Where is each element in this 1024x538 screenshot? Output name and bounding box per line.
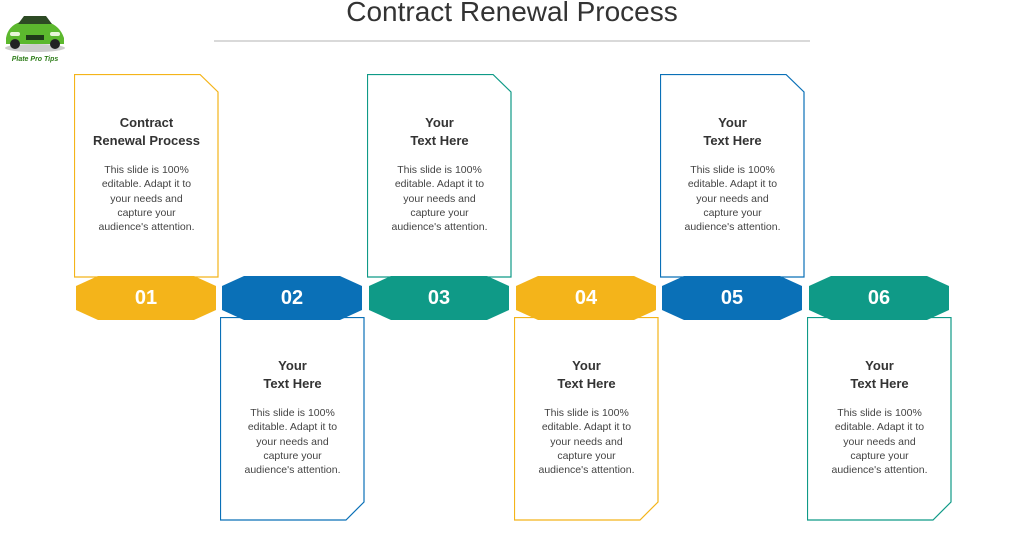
card-heading-line: Your (425, 115, 454, 130)
card-heading-line: Text Here (410, 133, 469, 148)
logo: Plate Pro Tips (0, 8, 70, 63)
card-body-line: This slide is 100% (104, 164, 189, 176)
card-body-line: audience's attention. (98, 221, 195, 234)
card-body-line: editable. Adapt it to (834, 421, 925, 434)
step-number: 05 (720, 286, 744, 309)
card-body-line: capture your (557, 449, 616, 462)
card-heading-line: Your (572, 358, 601, 373)
card-body-line: your needs and (256, 435, 329, 448)
step-number-marker-06: 06 (809, 276, 949, 320)
hexagon-shape (76, 276, 216, 320)
hexagon-shape (369, 276, 509, 320)
card-body-line: capture your (117, 206, 176, 219)
hexagon-shape (516, 276, 656, 320)
step-number-marker-04: 04 (516, 276, 656, 320)
card-body-line: This slide is 100% (690, 164, 775, 176)
card-frame (367, 74, 512, 278)
card-body-line: audience's attention. (538, 464, 635, 477)
hexagon-shape (222, 276, 362, 320)
step-number: 01 (134, 286, 158, 309)
card-body-line: This slide is 100% (544, 407, 629, 419)
page-title: Contract Renewal Process (346, 0, 678, 27)
card-body-line: your needs and (843, 435, 916, 448)
card-heading-line: Renewal Process (93, 133, 200, 148)
step-number-marker-03: 03 (369, 276, 509, 320)
step-number-marker-05: 05 (662, 276, 802, 320)
card-body-line: editable. Adapt it to (394, 178, 485, 191)
step-number: 04 (574, 286, 598, 309)
card-body-line: audience's attention. (831, 464, 928, 477)
card-body-line: capture your (850, 449, 909, 462)
card-body-line: editable. Adapt it to (687, 178, 778, 191)
step-number: 06 (867, 286, 891, 309)
card-body-line: capture your (703, 206, 762, 219)
card-body-line: This slide is 100% (837, 407, 922, 419)
card-body-line: editable. Adapt it to (541, 421, 632, 434)
card-heading-line: Text Here (263, 376, 322, 391)
card-body-line: your needs and (110, 192, 183, 205)
card-heading-line: Text Here (703, 133, 762, 148)
card-body-line: audience's attention. (244, 464, 341, 477)
hexagon-shape (809, 276, 949, 320)
card-body-line: This slide is 100% (250, 407, 335, 419)
card-body-line: audience's attention. (684, 221, 781, 234)
logo-text: Plate Pro Tips (11, 56, 59, 63)
card-heading-line: Text Here (850, 376, 909, 391)
card-body-line: audience's attention. (391, 221, 488, 234)
card-heading-line: Contract (119, 115, 174, 130)
card-body-line: editable. Adapt it to (247, 421, 338, 434)
card-body-line: your needs and (550, 435, 623, 448)
title-divider (214, 40, 810, 42)
card-heading-line: Your (865, 358, 894, 373)
card-body-line: your needs and (696, 192, 769, 205)
green-car-icon (5, 16, 65, 52)
card-heading-line: Your (278, 358, 307, 373)
card-frame (660, 74, 805, 278)
step-number: 03 (427, 286, 451, 309)
card-body-line: This slide is 100% (397, 164, 482, 176)
card-heading-line: Your (718, 115, 747, 130)
step-number-marker-01: 01 (76, 276, 216, 320)
hexagon-shape (662, 276, 802, 320)
card-body-line: capture your (263, 449, 322, 462)
card-heading-line: Text Here (557, 376, 616, 391)
step-number-marker-02: 02 (222, 276, 362, 320)
card-frame (74, 74, 219, 278)
card-body-line: your needs and (403, 192, 476, 205)
step-number: 02 (280, 286, 304, 309)
card-body-line: editable. Adapt it to (101, 178, 192, 191)
card-body-line: capture your (410, 206, 469, 219)
